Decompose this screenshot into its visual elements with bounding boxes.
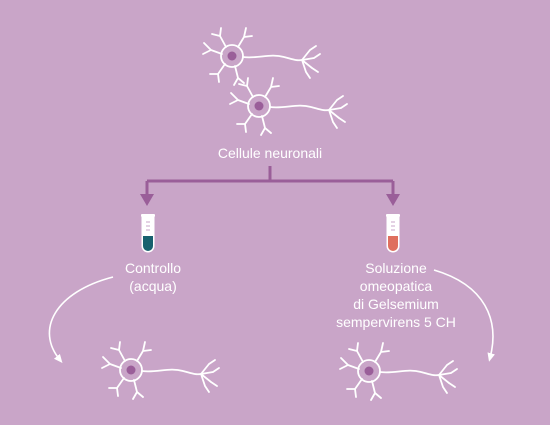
arrow-head-right [386, 194, 400, 206]
test-tube-icon [385, 213, 401, 253]
curved-arrow-icon [48, 276, 114, 363]
branch-label-line: Controllo [124, 260, 182, 276]
branch-label-line: sempervirens 5 CH [336, 314, 456, 330]
branch-label-treatment: Soluzione omeopatica di Gelsemium semper… [296, 259, 496, 331]
curved-arrow-icon [433, 269, 495, 362]
branch-label-line: di Gelsemium [353, 296, 439, 312]
test-tube-icon [140, 213, 156, 253]
arrow-head-left [140, 194, 154, 206]
neuron-icon [229, 77, 348, 136]
neuron-icon [101, 341, 220, 400]
branch-label-line: (acqua) [129, 278, 177, 294]
source-label: Cellule neuronali [217, 145, 323, 161]
neuron-icon [202, 27, 321, 86]
branch-label-control: Controllo (acqua) [90, 259, 216, 295]
branch-label-line: omeopatica [359, 278, 433, 294]
neuron-icon [339, 342, 458, 401]
split-arrow [145, 166, 395, 195]
branch-label-line: Soluzione [365, 260, 427, 276]
